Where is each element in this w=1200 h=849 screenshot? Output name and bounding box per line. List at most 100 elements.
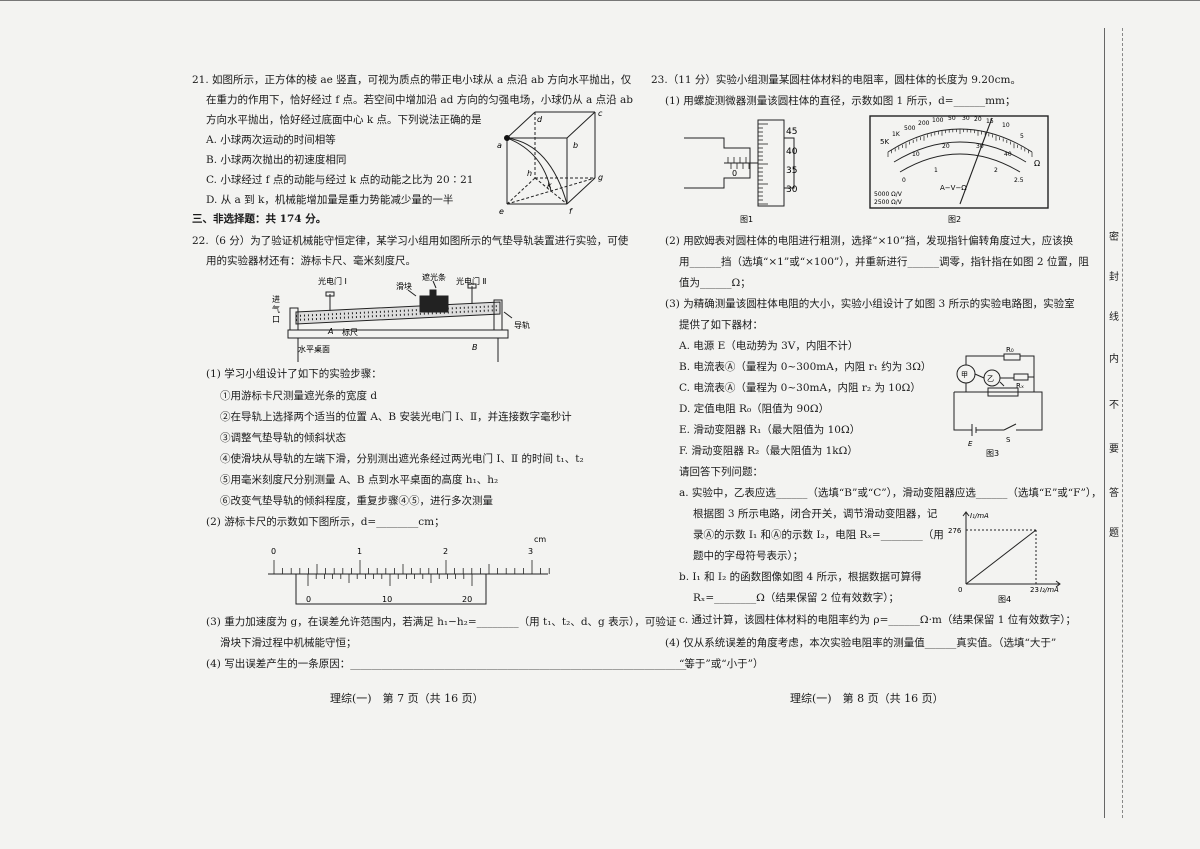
q22-part-1: (1) 学习小组设计了如下的实验步骤： bbox=[206, 368, 382, 380]
thimble-35: 35 bbox=[786, 166, 797, 176]
fig1-caption: 图1 bbox=[740, 215, 753, 224]
section-3-heading: 三、非选择题：共 174 分。 bbox=[192, 213, 327, 225]
q22-step-3: ③调整气垫导轨的倾斜状态 bbox=[220, 432, 346, 444]
cube-label-g: g bbox=[598, 173, 603, 182]
multimeter-figure: 5K 1K 500 200 100 50 30 20 15 10 5 Ω 10 … bbox=[869, 115, 1049, 224]
circuit-e: E bbox=[968, 440, 973, 448]
q23-part-4-line-2: “等于”或“小于”） bbox=[679, 658, 764, 670]
circuit-meter-yi: 乙 bbox=[987, 375, 994, 383]
caliper-main-3: 3 bbox=[528, 547, 533, 556]
gate-1-label: 光电门 Ⅰ bbox=[318, 276, 347, 286]
inlet-label-2: 气 bbox=[272, 304, 280, 314]
binding-char-8: 题 bbox=[1109, 528, 1119, 539]
air-track-figure: 光电门 Ⅰ 遮光条 滑块 光电门 Ⅱ 进 气 口 导轨 A 标尺 B 水平桌面 bbox=[272, 272, 530, 362]
ohm-scale-10: 10 bbox=[1002, 122, 1010, 129]
ohm-scale-200: 200 bbox=[918, 120, 930, 127]
q22-step-5: ⑤用毫米刻度尺分别测量 A、B 点到水平桌面的高度 h₁、h₂ bbox=[220, 474, 499, 486]
ohm-scale-500: 500 bbox=[904, 125, 916, 132]
scan-edge bbox=[0, 0, 1200, 1]
q21-line-3: 方向水平抛出，恰好经过底面中心 k 点。下列说法正确的是 bbox=[206, 114, 482, 126]
table-label: 水平桌面 bbox=[298, 344, 330, 354]
mid-scale-10: 10 bbox=[912, 151, 920, 158]
equipment-c: C. 电流表Ⓐ（量程为 0~30mA，内阻 r₂ 为 10Ω） bbox=[679, 382, 921, 394]
caliper-vernier-10: 10 bbox=[382, 595, 392, 604]
equipment-a: A. 电源 E（电动势为 3V，内阻不计） bbox=[679, 340, 859, 352]
fig4-caption: 图4 bbox=[998, 595, 1011, 604]
binding-char-3: 线 bbox=[1109, 312, 1119, 323]
circuit-meter-jia: 甲 bbox=[961, 371, 968, 379]
cube-label-f: f bbox=[569, 207, 573, 216]
ohm-scale-50: 50 bbox=[948, 115, 956, 122]
circuit-s: S bbox=[1006, 436, 1011, 444]
q22-line-2: 用的实验器材还有：游标卡尺、毫米刻度尺。 bbox=[206, 255, 416, 267]
q22-step-6: ⑥改变气垫导轨的倾斜程度，重复步骤④⑤，进行多次测量 bbox=[220, 495, 493, 507]
equipment-b: B. 电流表Ⓐ（量程为 0~300mA，内阻 r₁ 约为 3Ω） bbox=[679, 361, 932, 373]
graph-xlabel: I₂/mA bbox=[1040, 586, 1059, 594]
answer-intro: 请回答下列问题： bbox=[679, 466, 763, 478]
ohm-scale-20: 20 bbox=[974, 116, 982, 123]
mid-scale-30: 30 bbox=[976, 143, 984, 150]
caliper-vernier-0: 0 bbox=[306, 595, 311, 604]
sub-a-line-2: 根据图 3 所示电路，闭合开关，调节滑动变阻器，记 bbox=[693, 508, 938, 520]
circuit-rx: Rₓ bbox=[1016, 382, 1024, 390]
q21-option-c: C. 小球经过 f 点的动能与经过 k 点的动能之比为 20∶21 bbox=[206, 174, 474, 186]
q22-part-2: (2) 游标卡尺的示数如下图所示，d=________cm； bbox=[206, 516, 445, 528]
binding-char-4: 内 bbox=[1109, 354, 1119, 365]
meter-rating-2: 2500 Ω/V bbox=[874, 199, 903, 206]
sub-b-line-2: Rₓ=________Ω（结果保留 2 位有效数字）； bbox=[693, 592, 899, 604]
cube-figure: d c a b h g k e f bbox=[497, 109, 603, 216]
q23-part-2-line-1: (2) 用欧姆表对圆柱体的电阻进行粗测，选择“×10”挡，发现指针偏转角度过大，… bbox=[665, 235, 1074, 247]
q23-part-1: (1) 用螺旋测微器测量该圆柱体的直径，示数如图 1 所示，d=______mm… bbox=[665, 95, 1016, 107]
sleeve-zero: 0 bbox=[732, 169, 737, 178]
q22-step-1: ①用游标卡尺测量遮光条的宽度 d bbox=[220, 390, 378, 402]
thimble-45: 45 bbox=[786, 127, 797, 137]
low-scale-0: 0 bbox=[902, 177, 906, 184]
binding-char-5: 不 bbox=[1109, 400, 1119, 411]
q21-option-a: A. 小球两次运动的时间相等 bbox=[206, 134, 336, 146]
q22-part-3-line-2: 滑块下滑过程中机械能守恒； bbox=[220, 637, 357, 649]
sub-b-line-1: b. I₁ 和 I₂ 的函数图像如图 4 所示，根据数据可算得 bbox=[679, 571, 922, 583]
ohm-symbol: Ω bbox=[1034, 159, 1040, 168]
thimble-40: 40 bbox=[786, 147, 798, 157]
fig3-caption: 图3 bbox=[986, 449, 999, 458]
inlet-label-1: 进 bbox=[272, 295, 280, 304]
graph-276: 276 bbox=[948, 527, 962, 535]
caliper-main-1: 1 bbox=[357, 547, 362, 556]
ruler-label: 标尺 bbox=[342, 327, 358, 337]
equipment-e: E. 滑动变阻器 R₁（最大阻值为 10Ω） bbox=[679, 424, 861, 436]
micrometer-figure: 0 45 40 35 30 图1 bbox=[684, 119, 798, 224]
vernier-caliper-figure: cm 0 1 2 3 0 10 20 bbox=[268, 535, 550, 605]
cube-label-k: k bbox=[547, 181, 552, 190]
binding-char-6: 要 bbox=[1109, 444, 1119, 455]
mid-scale-40: 40 bbox=[1004, 151, 1012, 158]
sub-a-line-3: 录Ⓐ的示数 I₁ 和Ⓐ的示数 I₂，电阻 Rₓ=________（用 bbox=[693, 529, 944, 541]
sub-a-line-1: a. 实验中，乙表应选______（选填“B”或“C”），滑动变阻器应选____… bbox=[679, 487, 1102, 499]
q23-part-2-line-3: 值为______Ω； bbox=[679, 277, 751, 289]
low-scale-2: 2 bbox=[994, 167, 998, 174]
cube-label-c: c bbox=[598, 109, 603, 118]
cube-label-e: e bbox=[499, 207, 504, 216]
q21-line-1: 21. 如图所示，正方体的棱 ae 竖直，可视为质点的带正电小球从 a 点沿 a… bbox=[192, 74, 632, 86]
cube-label-h: h bbox=[527, 169, 532, 178]
binding-char-2: 封 bbox=[1109, 272, 1119, 283]
binding-char-7: 答 bbox=[1109, 488, 1119, 499]
equipment-f: F. 滑动变阻器 R₂（最大阻值为 1kΩ） bbox=[679, 445, 858, 457]
binding-char-1: 密 bbox=[1109, 232, 1119, 243]
q21-option-d: D. 从 a 到 k，机械能增加量是重力势能减少量的一半 bbox=[206, 194, 454, 206]
q21-line-2: 在重力的作用下，恰好经过 f 点。若空间中增加沿 ad 方向的匀强电场，小球仍从… bbox=[206, 94, 633, 106]
cube-label-a: a bbox=[497, 141, 502, 150]
q23-stem: 23.（11 分）实验小组测量某圆柱体材料的电阻率，圆柱体的长度为 9.20cm… bbox=[651, 74, 1021, 86]
circuit-figure: R₀ 甲 乙 Rₓ E S 图3 bbox=[953, 346, 1043, 458]
q22-step-4: ④使滑块从导轨的左端下滑，分别测出遮光条经过两光电门 Ⅰ、Ⅱ 的时间 t₁、t₂ bbox=[220, 453, 584, 465]
page-7-footer: 理综(一) 第 7 页（共 16 页） bbox=[330, 692, 484, 705]
point-b-label: B bbox=[472, 343, 478, 352]
shade-label: 遮光条 bbox=[422, 272, 446, 282]
ohm-scale-100: 100 bbox=[932, 117, 944, 124]
cube-label-d: d bbox=[537, 115, 543, 124]
slider-label: 滑块 bbox=[396, 281, 412, 291]
binding-margin bbox=[1104, 28, 1125, 818]
caliper-main-0: 0 bbox=[271, 547, 276, 556]
q23-part-4-line-1: (4) 仅从系统误差的角度考虑，本次实验电阻率的测量值______真实值。（选填… bbox=[665, 637, 1057, 649]
graph-origin: 0 bbox=[958, 586, 962, 594]
ohm-scale-5k: 5K bbox=[880, 138, 889, 146]
